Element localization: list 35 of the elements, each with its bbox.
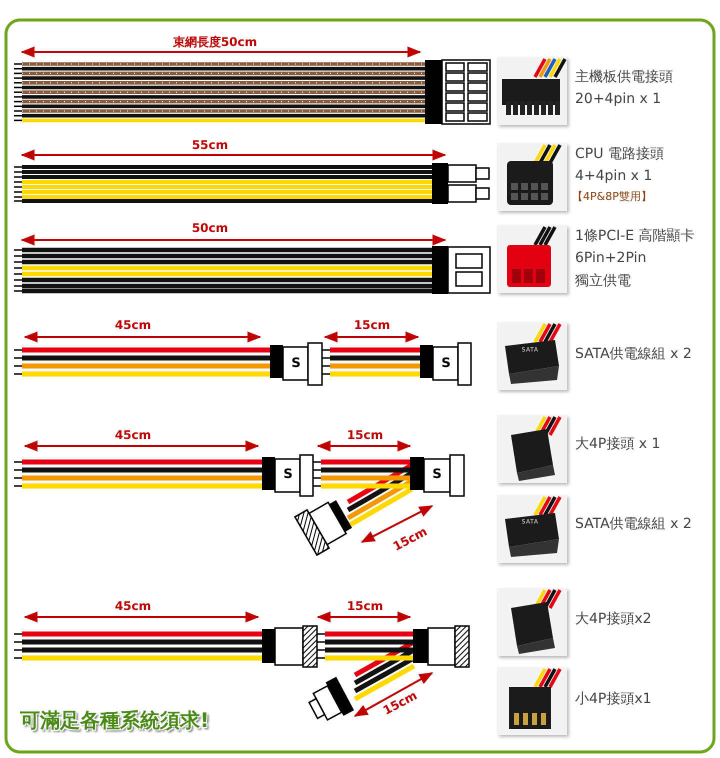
spec-text: 6Pin+2Pin <box>575 250 646 267</box>
connector-photo <box>497 667 567 735</box>
dimension-label: 55cm <box>192 138 228 152</box>
connector-photo <box>497 225 567 293</box>
spec-text: 20+4pin x 1 <box>575 91 662 108</box>
dimension-label: 15cm <box>346 599 384 613</box>
slogan-text: 可滿足各種系統須求! <box>20 707 210 734</box>
spec-text: 【4P&8P雙用】 <box>572 189 652 205</box>
dimension-label: 45cm <box>114 599 152 613</box>
dimension-label: 15cm <box>346 428 384 442</box>
dimension-label: 45cm <box>114 318 152 332</box>
spec-text: 大4P接頭x2 <box>575 611 652 628</box>
connector-photo <box>497 495 567 563</box>
dimension-label: 15cm <box>354 318 390 332</box>
spec-text: 1條PCI-E 高階顯卡 <box>575 228 695 245</box>
dimension-label: 45cm <box>114 428 152 442</box>
spec-text: SATA供電線組 x 2 <box>575 346 692 363</box>
spec-text: 獨立供電 <box>575 273 631 290</box>
connector-photo <box>497 57 567 125</box>
spec-text: 4+4pin x 1 <box>575 168 652 185</box>
connector-letter: S <box>291 357 301 371</box>
dimension-label: 束網長度50cm <box>172 35 258 49</box>
spec-text: CPU 電路接頭 <box>575 146 664 163</box>
connector-photo <box>497 143 567 211</box>
spec-text: 主機板供電接頭 <box>575 69 673 86</box>
connector-photo <box>497 322 567 390</box>
connector-letter: S <box>432 468 442 482</box>
dimension-label: 50cm <box>192 221 228 235</box>
spec-text: SATA供電線組 x 2 <box>575 516 692 533</box>
connector-photo <box>497 588 567 656</box>
spec-text: 小4P接頭x1 <box>575 691 652 708</box>
connector-letter: S <box>283 468 293 482</box>
connector-letter: S <box>441 357 451 371</box>
connector-photo <box>497 415 567 483</box>
spec-text: 大4P接頭 x 1 <box>575 436 660 453</box>
